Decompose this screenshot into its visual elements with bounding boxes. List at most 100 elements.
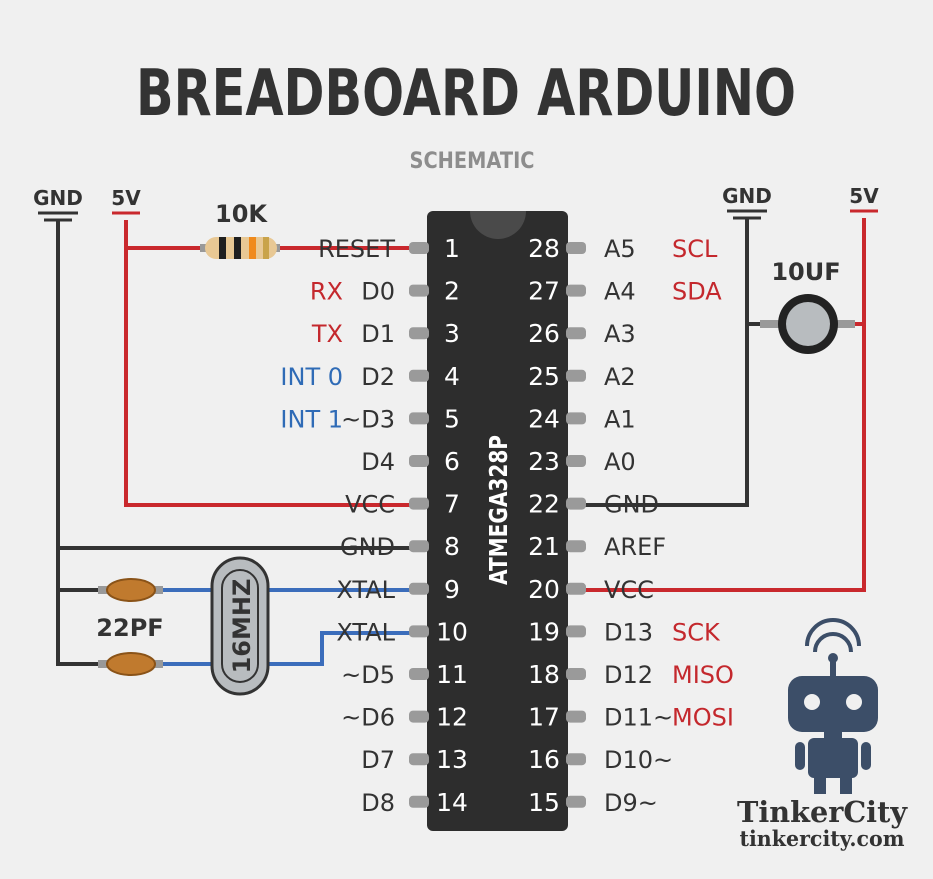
pin-label-2: D0 — [361, 278, 395, 306]
pin-lead-7 — [409, 497, 429, 510]
pin-lead-22 — [566, 497, 586, 510]
pin-label-14: D8 — [361, 789, 395, 817]
pin-number-25: 25 — [528, 362, 560, 391]
chip-label: ATMEGA328P — [484, 435, 513, 585]
pin-lead-13 — [409, 753, 429, 766]
pin-label-24: A1 — [604, 405, 636, 433]
rail-5v-left-label: 5V — [111, 186, 141, 210]
pin-function-5: INT 1 — [280, 405, 343, 433]
ceramic-capacitor-bottom — [98, 652, 163, 676]
pin-number-10: 10 — [436, 617, 468, 646]
pin-label-22: GND — [604, 491, 659, 519]
pin-number-19: 19 — [528, 617, 560, 646]
rail-5v-right-label: 5V — [849, 184, 879, 208]
resistor-10k — [200, 237, 280, 259]
page-subtitle: SCHEMATIC — [410, 149, 535, 174]
pin-lead-1 — [409, 242, 429, 254]
pin-lead-18 — [566, 668, 586, 680]
pin-label-27: A4 — [604, 278, 636, 306]
pin-lead-27 — [566, 284, 586, 297]
crystal-16mhz — [210, 556, 270, 696]
pin-number-18: 18 — [528, 660, 560, 689]
pin-number-12: 12 — [436, 703, 468, 732]
pin-number-2: 2 — [444, 277, 460, 306]
pin-lead-16 — [566, 753, 586, 766]
pin-number-14: 14 — [436, 788, 468, 817]
chip-notch — [470, 211, 526, 239]
pin-number-22: 22 — [528, 490, 560, 519]
resistor-label: 10K — [215, 200, 268, 228]
wire-gnd-pin22 — [585, 218, 749, 507]
pin-number-3: 3 — [444, 319, 460, 348]
pin-label-23: A0 — [604, 448, 636, 476]
pin-label-28: A5 — [604, 235, 636, 263]
pin-function-19: SCK — [672, 618, 721, 646]
pin-label-19: D13 — [604, 618, 653, 646]
pin-label-5: ~D3 — [341, 405, 395, 433]
pin-number-16: 16 — [528, 745, 560, 774]
pin-number-9: 9 — [444, 575, 460, 604]
ceramic-capacitor-top — [98, 578, 163, 602]
pin-function-17: MOSI — [672, 704, 734, 732]
pin-label-18: D12 — [604, 661, 653, 689]
pin-lead-14 — [409, 795, 429, 808]
pin-number-20: 20 — [528, 575, 560, 604]
pin-lead-2 — [409, 284, 429, 297]
pin-lead-26 — [566, 327, 586, 340]
pin-number-21: 21 — [528, 532, 560, 561]
pin-number-15: 15 — [528, 788, 560, 817]
ground-symbol-right — [727, 209, 767, 220]
pin-lead-5 — [409, 412, 429, 425]
pin-label-1: RESET — [318, 235, 395, 263]
pin-number-28: 28 — [528, 234, 560, 263]
pin-number-6: 6 — [444, 447, 460, 476]
wire-gnd-left — [56, 220, 110, 666]
pin-lead-3 — [409, 327, 429, 340]
pin-function-28: SCL — [672, 235, 718, 263]
pin-label-26: A3 — [604, 320, 636, 348]
pin-label-25: A2 — [604, 363, 636, 391]
pin-function-3: TX — [311, 320, 343, 348]
capacitor-label: 10UF — [771, 258, 840, 286]
wire-5v-pin20 — [585, 218, 866, 592]
pin-label-4: D2 — [361, 363, 395, 391]
capacitor-10uf — [760, 294, 855, 354]
pin-lead-21 — [566, 540, 586, 553]
pin-function-27: SDA — [672, 278, 722, 306]
pin-function-18: MISO — [672, 661, 734, 689]
pin-label-10: XTAL — [336, 618, 395, 646]
brand-name: TinkerCity — [737, 795, 908, 829]
pin-lead-25 — [566, 369, 586, 382]
pin-label-16: D10~ — [604, 746, 673, 774]
pin-number-17: 17 — [528, 703, 560, 732]
pin-label-3: D1 — [361, 320, 395, 348]
chip-body — [427, 211, 568, 831]
ground-symbol-left — [38, 211, 78, 222]
pin-lead-10 — [409, 625, 429, 638]
pin-number-8: 8 — [444, 532, 460, 561]
pin-lead-15 — [566, 795, 586, 808]
pin-number-11: 11 — [436, 660, 468, 689]
pin-lead-4 — [409, 369, 429, 382]
pin-lead-17 — [566, 710, 586, 723]
rail-gnd-right-label: GND — [722, 184, 772, 208]
pin-lead-8 — [409, 540, 429, 553]
rail-gnd-left-label: GND — [33, 186, 83, 210]
pin-function-2: RX — [310, 278, 343, 306]
pin-number-7: 7 — [444, 490, 460, 519]
wire-5v-left-vcc — [124, 220, 410, 507]
page-title: BREADBOARD ARDUINO — [136, 57, 796, 131]
robot-logo — [788, 618, 878, 794]
pin-number-24: 24 — [528, 404, 560, 433]
pin-function-4: INT 0 — [280, 363, 343, 391]
pin-lead-20 — [566, 582, 586, 595]
pin-lead-11 — [409, 668, 429, 680]
pin-number-13: 13 — [436, 745, 468, 774]
pin-lead-19 — [566, 625, 586, 638]
pin-label-17: D11~ — [604, 704, 673, 732]
pin-number-23: 23 — [528, 447, 560, 476]
pin-number-27: 27 — [528, 277, 560, 306]
pin-lead-24 — [566, 412, 586, 425]
